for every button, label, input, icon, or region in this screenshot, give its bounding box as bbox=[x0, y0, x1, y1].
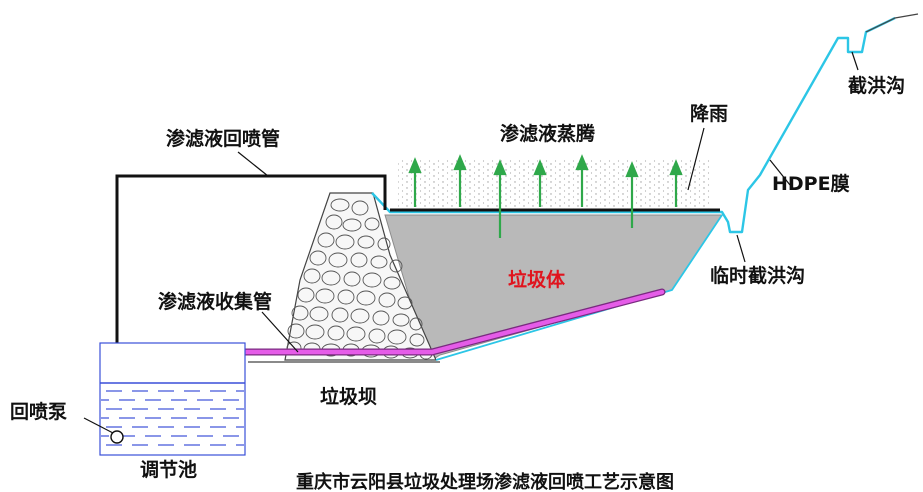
label-rainfall: 降雨 bbox=[690, 102, 728, 125]
evaporation-arrows bbox=[408, 154, 683, 238]
rain-zone bbox=[398, 160, 710, 210]
label-hdpe-membrane: HDPE膜 bbox=[772, 172, 850, 195]
label-regulating-pool: 调节池 bbox=[140, 458, 197, 481]
label-waste-body: 垃圾体 bbox=[508, 268, 566, 291]
pump-icon bbox=[110, 430, 124, 444]
regulating-pool bbox=[99, 342, 246, 456]
collection-pipe bbox=[236, 288, 666, 356]
hdpe-membrane-slope bbox=[435, 214, 723, 361]
recirculation-pipe bbox=[115, 174, 387, 433]
label-waste-dam: 垃圾坝 bbox=[320, 385, 377, 408]
label-temporary-ditch: 临时截洪沟 bbox=[710, 264, 805, 287]
diagram-title: 重庆市云阳县垃圾处理场渗滤液回喷工艺示意图 bbox=[296, 471, 674, 492]
waste-dam bbox=[284, 192, 437, 361]
label-recirculation-pipe: 渗滤液回喷管 bbox=[166, 127, 280, 150]
label-collection-pipe: 渗滤液收集管 bbox=[158, 290, 272, 313]
label-intercept-ditch: 截洪沟 bbox=[848, 74, 905, 97]
hdpe-membrane bbox=[371, 16, 896, 234]
label-evaporation: 渗滤液蒸腾 bbox=[500, 122, 596, 145]
label-recirculation-pump: 回喷泵 bbox=[10, 401, 67, 423]
